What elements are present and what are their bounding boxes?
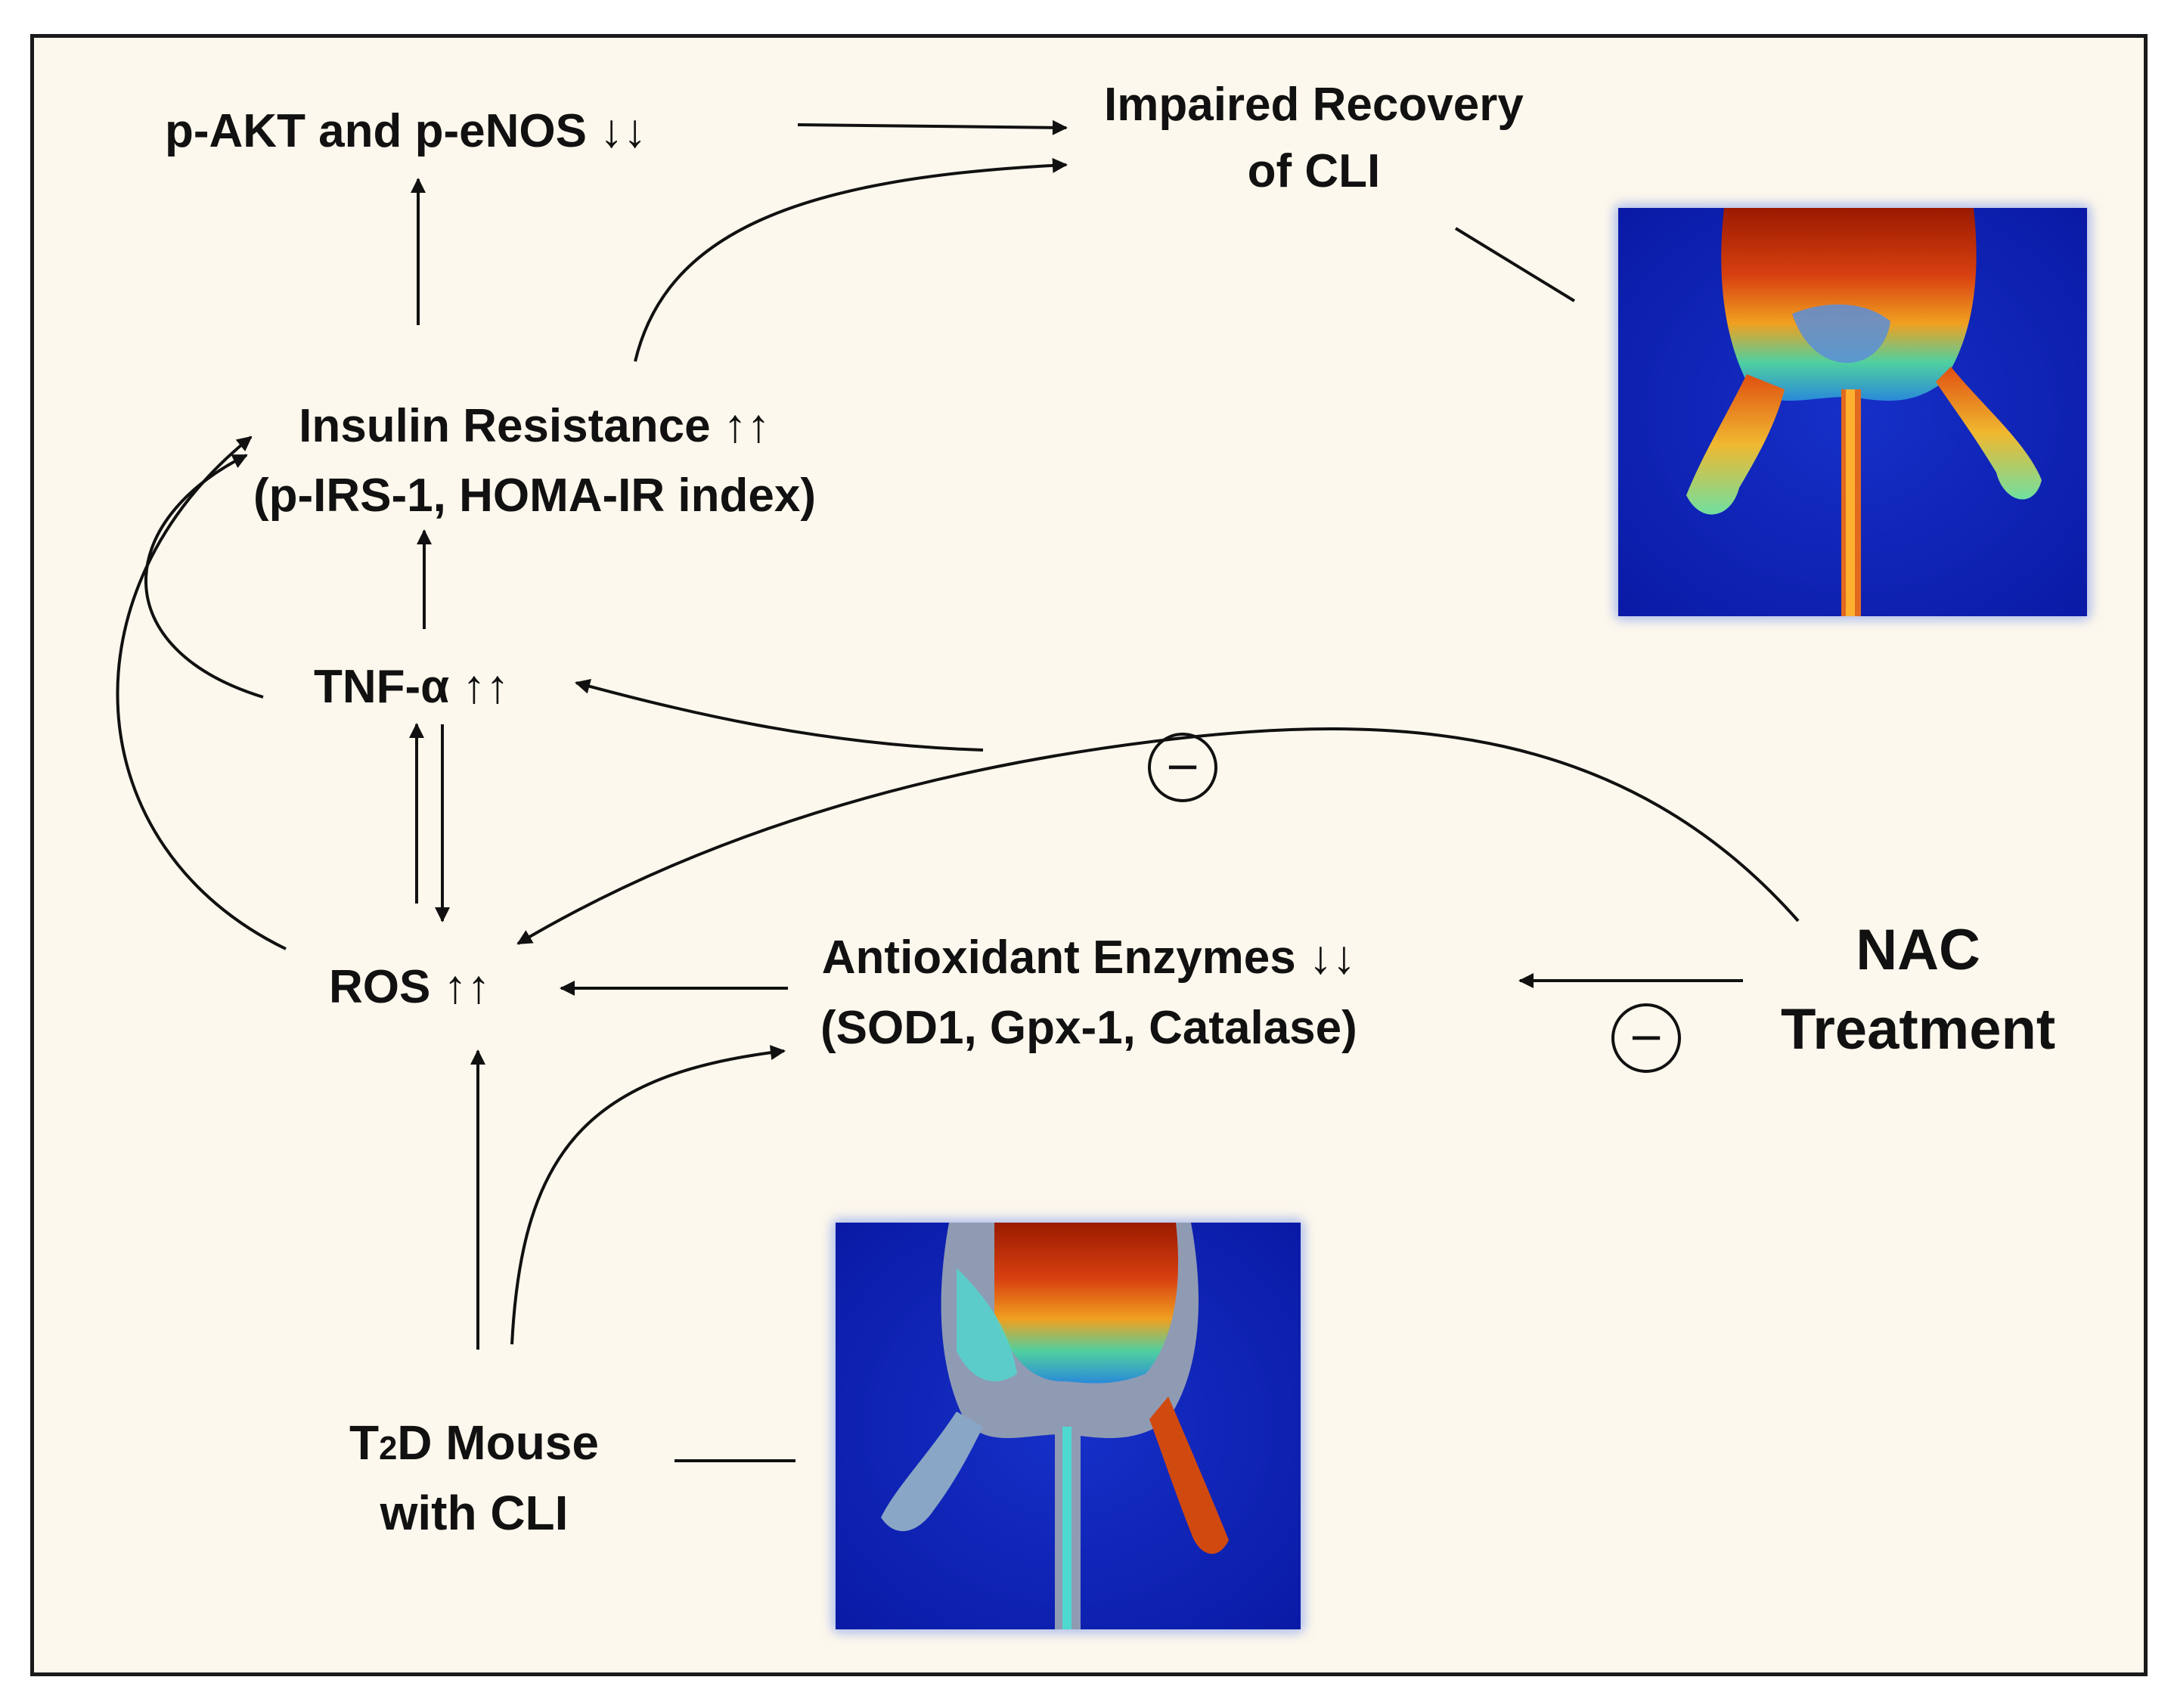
label-t2d-rest: D Mouse bbox=[397, 1415, 599, 1470]
label-t2d-mouse: T2D Mouse with CLI bbox=[349, 1408, 599, 1548]
label-t2d-sub: 2 bbox=[379, 1431, 398, 1467]
arrow-ros-to-insulin-curved bbox=[116, 436, 287, 950]
label-insulin-line2: (p-IRS-1, HOMA-IR index) bbox=[253, 469, 816, 522]
perfusion-image-top bbox=[1618, 208, 2087, 616]
label-insulin-line1: Insulin Resistance ↑↑ bbox=[299, 400, 771, 452]
label-ros-line1: ROS ↑↑ bbox=[329, 961, 491, 1013]
label-impaired-line1: Impaired Recovery bbox=[1104, 79, 1524, 131]
inhibition-symbol-antiox: − bbox=[1611, 1003, 1681, 1073]
label-t2d-line1: T2D Mouse bbox=[349, 1408, 599, 1478]
label-pakt-enos: p-AKT and p-eNOS ↓↓ bbox=[165, 108, 647, 155]
perfusion-image-bottom bbox=[836, 1223, 1301, 1629]
label-nac-line1: NAC bbox=[1856, 918, 1980, 982]
label-tnf: TNF-α ↑↑ bbox=[314, 664, 510, 711]
label-t2d-prefix: T bbox=[349, 1415, 380, 1470]
arrow-nac-to-ros bbox=[516, 727, 1800, 945]
perfusion-image-bottom-svg bbox=[836, 1223, 1301, 1629]
arrow-pakt-to-impaired bbox=[797, 119, 1068, 135]
label-impaired-line2: of CLI bbox=[1247, 145, 1381, 198]
connector-impaired-to-image bbox=[1454, 227, 1576, 302]
svg-text:−: − bbox=[1628, 1011, 1665, 1062]
perfusion-image-top-svg bbox=[1618, 208, 2087, 616]
label-antiox-line2: (SOD1, Gpx-1, Catalase) bbox=[820, 1002, 1357, 1054]
arrow-nac-to-tnf bbox=[575, 679, 984, 752]
label-nac-treatment: NAC Treatment bbox=[1781, 911, 2055, 1070]
label-nac-line2: Treatment bbox=[1781, 997, 2056, 1062]
arrow-insulin-to-impaired bbox=[634, 157, 1068, 362]
label-ros: ROS ↑↑ bbox=[329, 964, 491, 1011]
label-antioxidant-enzymes: Antioxidant Enzymes ↓↓ (SOD1, Gpx-1, Cat… bbox=[820, 922, 1357, 1063]
label-pakt-enos-line1: p-AKT and p-eNOS ↓↓ bbox=[165, 105, 647, 157]
label-impaired-recovery: Impaired Recovery of CLI bbox=[1104, 72, 1524, 205]
label-tnf-line1: TNF-α ↑↑ bbox=[314, 661, 510, 713]
label-antiox-line1: Antioxidant Enzymes ↓↓ bbox=[821, 931, 1356, 984]
arrow-tnf-to-insulin-curved bbox=[144, 454, 264, 699]
svg-text:−: − bbox=[1165, 740, 1202, 792]
label-t2d-line2: with CLI bbox=[380, 1485, 569, 1540]
label-insulin-resistance: Insulin Resistance ↑↑ (p-IRS-1, HOMA-IR … bbox=[253, 392, 816, 531]
arrow-t2d-to-antiox bbox=[510, 1045, 786, 1345]
inhibition-symbol-tnf: − bbox=[1148, 733, 1217, 802]
